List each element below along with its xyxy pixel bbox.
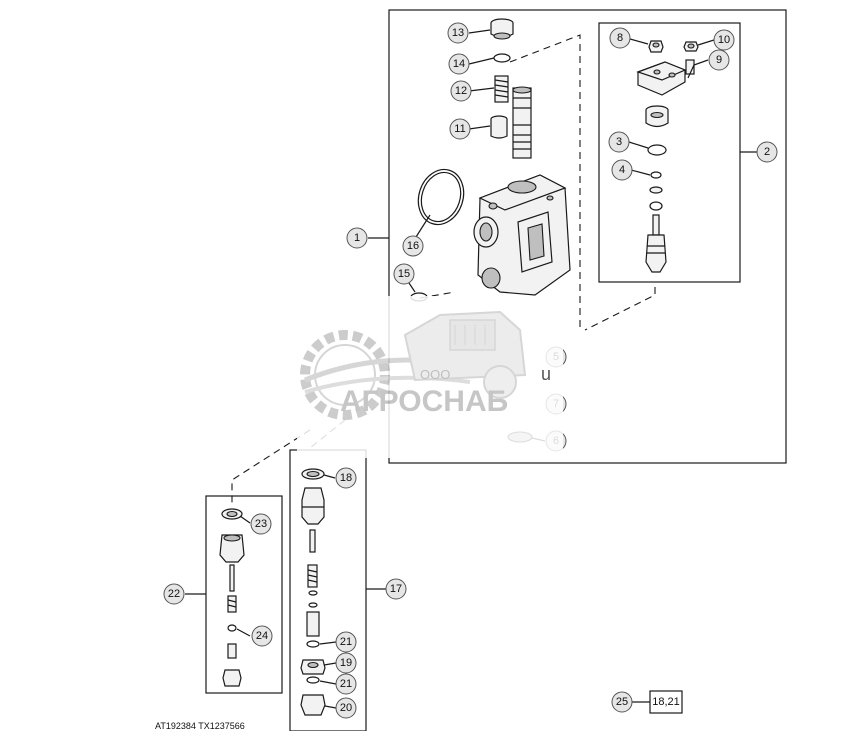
svg-text:15: 15 [398,268,410,280]
svg-text:2: 2 [764,146,770,158]
callout-2: 2 [756,141,778,163]
callout-22: 22 [163,583,185,605]
ring-3 [647,144,667,156]
o-ring-16 [417,168,465,226]
stray-glyph: u [541,364,551,384]
callout-15: 15 [393,263,415,285]
watermark-prefix: ООО [420,367,450,382]
cap-13 [490,18,514,40]
nut-8 [648,40,664,53]
projection-line-22 [231,429,311,505]
callout-10: 10 [713,29,735,51]
callout-4: 4 [611,159,633,181]
svg-text:16: 16 [407,240,419,252]
nut-10 [683,41,699,52]
callout-3: 3 [608,131,630,153]
svg-text:13: 13 [452,27,464,39]
svg-text:24: 24 [256,630,268,642]
piston [645,105,669,128]
svg-text:21: 21 [340,678,352,690]
o-ring-16-inner [420,171,462,223]
callout-21a: 21 [335,631,357,653]
sleeve-11 [490,115,508,139]
svg-text:11: 11 [454,123,465,135]
svg-text:4: 4 [619,164,625,176]
callout-25: 25 [611,691,633,713]
svg-text:18,21: 18,21 [652,696,680,708]
callout-8: 8 [609,27,631,49]
svg-text:8: 8 [617,32,623,44]
ring-14 [493,53,511,63]
watermark: ООО АГРОСНАБ [297,296,563,458]
svg-text:17: 17 [390,583,402,595]
svg-text:19: 19 [340,657,352,669]
gear-icon [300,330,471,420]
svg-text:1: 1 [354,232,360,244]
svg-text:18: 18 [340,472,352,484]
cover-block [636,61,687,96]
callout-13: 13 [447,22,469,44]
callout-18: 18 [335,467,357,489]
callout-23: 23 [250,513,272,535]
projection-line-top [509,34,581,330]
callout-20: 20 [335,697,357,719]
footer-code: AT192384 TX1237566 [155,721,245,731]
main-assembly-frame [388,9,787,464]
spool [512,86,532,159]
projection-line-sub2 [584,287,656,331]
svg-text:23: 23 [255,518,267,530]
svg-text:14: 14 [453,58,465,70]
svg-text:9: 9 [716,54,722,66]
reference-box: 18,21 [649,690,683,714]
spring-12 [494,75,509,103]
callout-9: 9 [708,49,730,71]
svg-text:20: 20 [340,702,352,714]
watermark-brand: АГРОСНАБ [340,385,508,418]
callout-14: 14 [448,53,470,75]
callout-17: 17 [385,578,407,600]
callout-19: 19 [335,652,357,674]
ring-4c [649,201,663,211]
svg-text:25: 25 [616,696,628,708]
callout-21b: 21 [335,673,357,695]
callout-12: 12 [450,80,472,102]
svg-text:3: 3 [616,136,622,148]
svg-text:21: 21 [340,636,352,648]
sub17-parts [300,468,326,716]
callout-1: 1 [346,227,368,249]
svg-text:22: 22 [168,588,180,600]
valve-body [473,174,571,296]
callout-16: 16 [402,235,424,257]
ring-4 [650,171,662,179]
plunger [645,214,667,273]
washer-4b [649,186,663,194]
callout-11: 11 [449,118,471,140]
sub22-parts [219,508,245,687]
callout-24: 24 [251,625,273,647]
svg-text:10: 10 [718,34,730,46]
svg-text:12: 12 [455,85,467,97]
harvester-icon [403,310,527,399]
